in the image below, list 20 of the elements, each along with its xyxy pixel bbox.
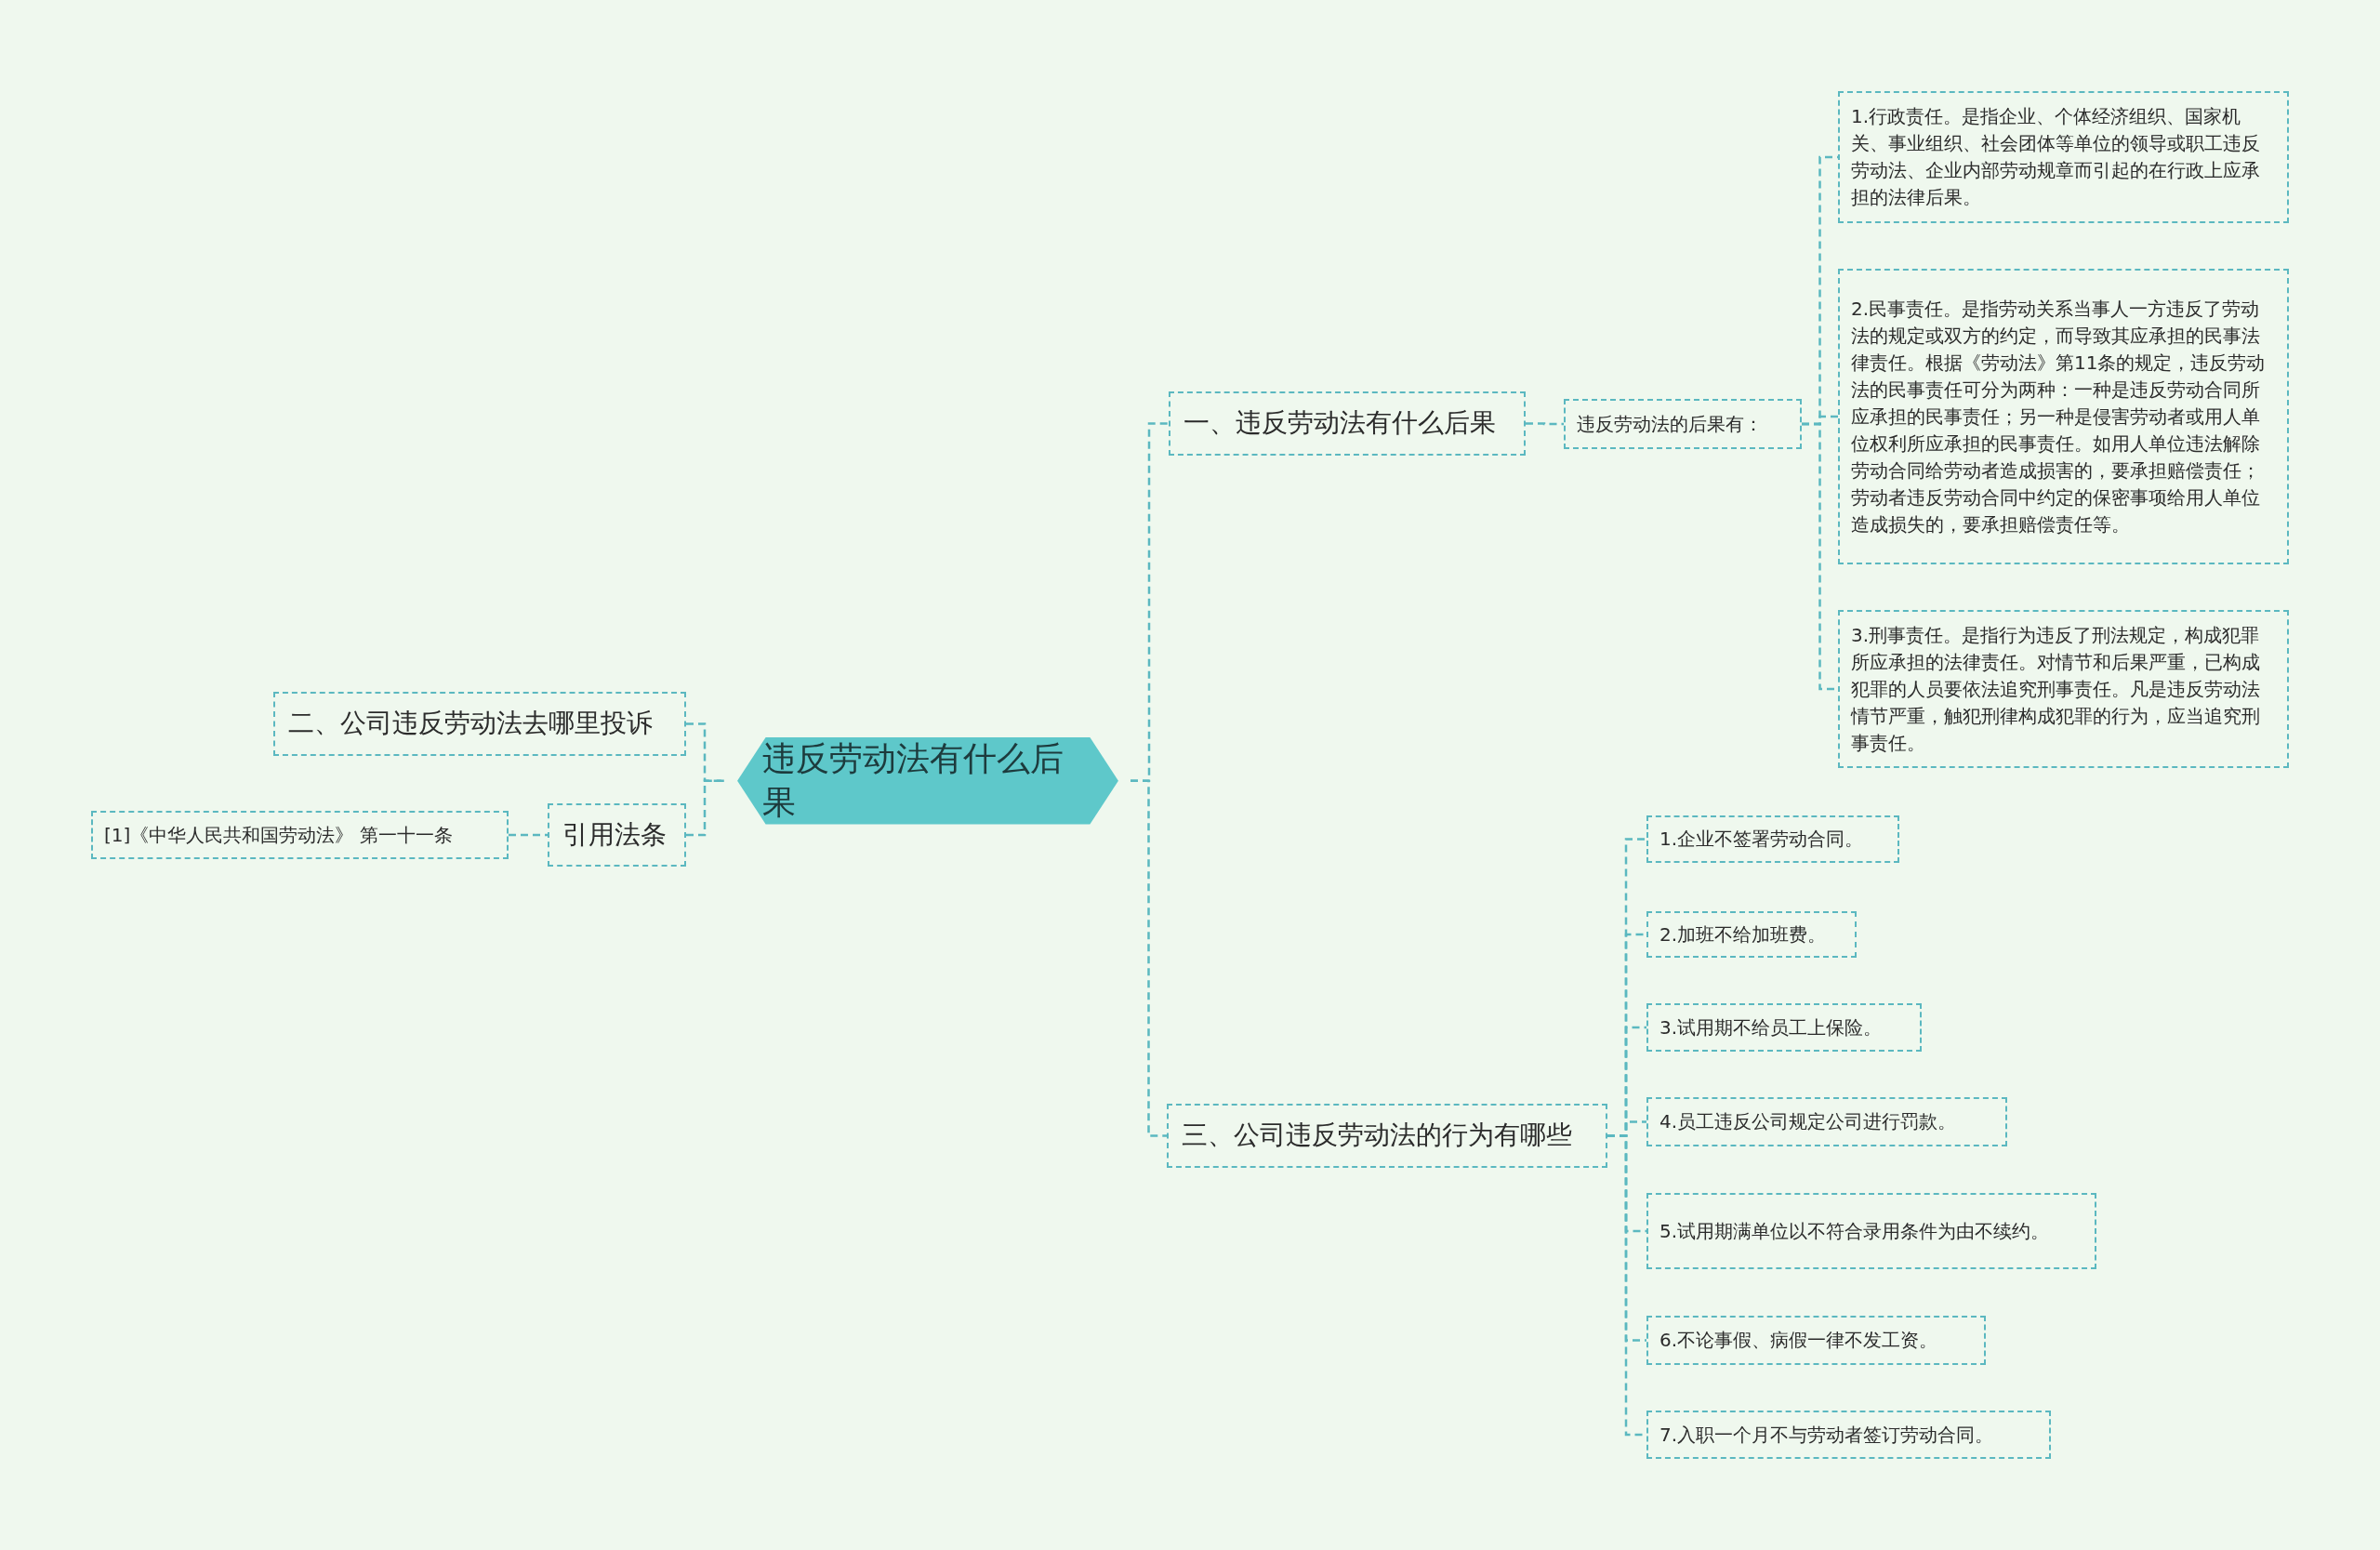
connector-line: [686, 779, 725, 837]
topic-box: 一、违反劳动法有什么后果: [1169, 391, 1526, 456]
note-box: 1.行政责任。是指企业、个体经济组织、国家机关、事业组织、社会团体等单位的领导或职工违反劳动法、企业内部劳动规章而引起的在行政上应承担的法律后果。: [1838, 91, 2289, 223]
note-box: 3.刑事责任。是指行为违反了刑法规定，构成犯罪所应承担的法律责任。对情节和后果严重，已构成犯罪的人员要依法追究刑事责任。凡是违反劳动法情节严重，触犯刑律构成犯罪的行为，应当追究刑事责任。: [1838, 610, 2289, 768]
connector-line: [509, 833, 548, 837]
topic-box: 引用法条: [548, 803, 686, 867]
connector-line: [1526, 422, 1564, 426]
topic-box: 三、公司违反劳动法的行为有哪些: [1167, 1104, 1607, 1168]
note-box: 2.民事责任。是指劳动关系当事人一方违反了劳动法的规定或双方的约定，而导致其应承担的民事法律责任。根据《劳动法》第11条的规定，违反劳动法的民事责任可分为两种：一种是违反劳动合同所应承担的民事责任；另一种是侵害劳动者或用人单位权利所应承担的民事责任。如用人单位违法解除劳动合同给劳动者造成损害的，要承担赔偿责任；劳动者违反劳动合同中约定的保密事项给用人单位造成损失的，要承担赔偿责任等。: [1838, 269, 2289, 564]
topic-box: 二、公司违反劳动法去哪里投诉: [273, 692, 686, 756]
note-box: 1.企业不签署劳动合同。: [1646, 815, 1899, 863]
note-box: 2.加班不给加班费。: [1646, 911, 1857, 958]
note-box: 4.员工违反公司规定公司进行罚款。: [1646, 1097, 2007, 1146]
note-box: 5.试用期满单位以不符合录用条件为由不续约。: [1646, 1193, 2096, 1269]
note-box: 6.不论事假、病假一律不发工资。: [1646, 1316, 1986, 1365]
note-box: [1]《中华人民共和国劳动法》 第一十一条: [91, 811, 509, 859]
note-box: 7.入职一个月不与劳动者签订劳动合同。: [1646, 1411, 2051, 1459]
note-box: 3.试用期不给员工上保险。: [1646, 1003, 1922, 1052]
connector-line: [1130, 779, 1167, 1137]
subtopic-box: 违反劳动法的后果有：: [1564, 399, 1802, 449]
